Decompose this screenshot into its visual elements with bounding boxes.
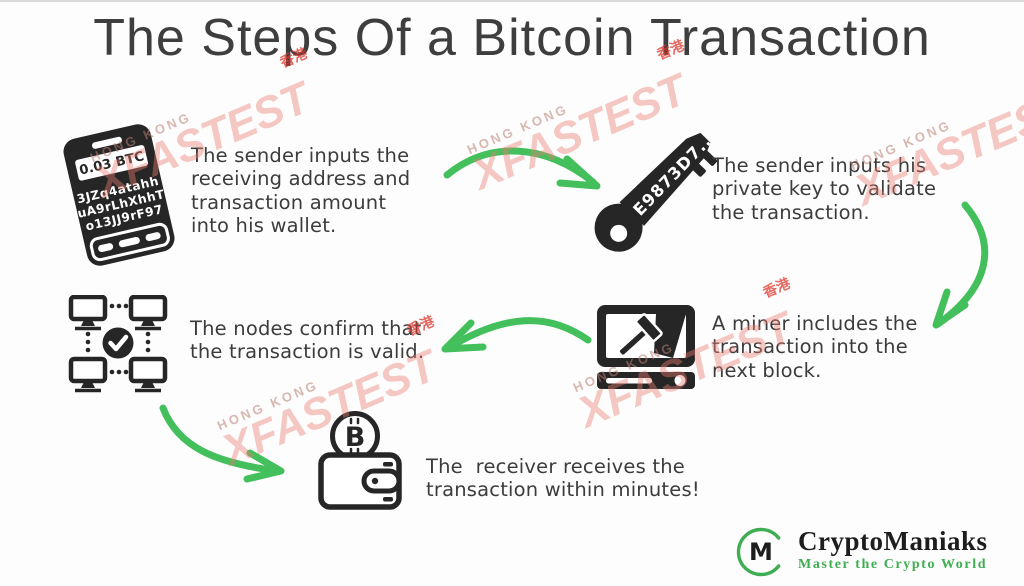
bitcoin-symbol: B [345,422,366,453]
wallet-clasp [361,468,402,494]
watermark-cjk-stamp: 香港 [760,274,793,301]
check-icon [108,334,129,352]
node-monitor-icon [68,295,108,331]
logo-tagline: Master the Crypto World [798,557,988,572]
dotted-links [85,303,151,375]
nodes-network-icon [68,295,168,393]
phone-wallet-icon: 0.03 BTC 3JZq4atahh uA9rLhXhhT o13JJ9rF9… [63,124,175,266]
step-4-text: The nodes confirm that the transaction i… [190,317,425,364]
step-3-text: A miner includes the transaction into th… [712,312,918,382]
step-5-text: The receiver receives the transaction wi… [426,455,700,502]
arrow-step4-to-step5-icon [159,404,285,483]
step-2-text: The sender inputs his private key to val… [712,154,937,224]
logo-name: CryptoManiaks [798,526,988,556]
node-monitor-icon [128,295,168,331]
page-title: The Steps Of a Bitcoin Transaction [93,9,931,67]
arrow-step3-to-step4-icon [441,317,592,353]
node-monitor-icon [68,356,108,393]
bitcoin-wallet-icon: B [318,411,402,510]
cryptomaniaks-logo: M CryptoManiaks Master the Crypto World [736,526,988,580]
node-monitor-icon [128,356,168,393]
phone-speaker-slot [91,136,122,149]
logo-monogram: M [749,538,773,566]
bitcoin-coin-icon: B [330,411,380,461]
arrow-step1-to-step2-icon [443,147,601,190]
private-key-icon: E9873D7.. [594,132,718,252]
logo-ring-icon: M [736,527,781,577]
miner-computer-icon [597,305,695,389]
arrow-step2-to-step3-icon [932,201,989,329]
spark-lines [651,305,676,324]
pickaxe-icon [617,313,663,358]
key-hole [610,224,628,242]
private-key-label: E9873D7.. [630,132,716,220]
step-1-text: The sender inputs the receiving address … [191,144,411,238]
